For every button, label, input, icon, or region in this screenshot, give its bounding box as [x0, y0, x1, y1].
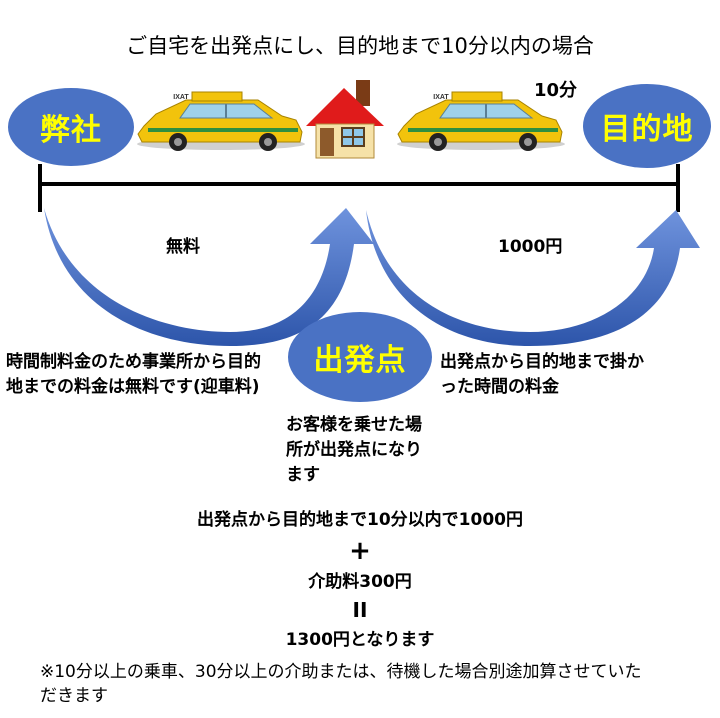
timeline: [38, 164, 680, 212]
company-node: 弊社: [8, 88, 134, 166]
house-icon: [306, 80, 384, 159]
total-line: 1300円となります: [285, 630, 435, 650]
taxi-sign-label: IXAT: [433, 94, 449, 101]
time-label: 10分: [534, 80, 578, 101]
calc-line-1: 出発点から目的地まで10分以内で1000円: [197, 510, 523, 530]
fare-label: 1000円: [498, 237, 563, 257]
free-label: 無料: [166, 237, 200, 257]
page-title: ご自宅を出発点にし、目的地まで10分以内の場合: [126, 34, 594, 58]
calc-line-2: 介助料300円: [308, 572, 412, 592]
free-arrow: [44, 208, 374, 346]
start-node: 出発点: [288, 312, 432, 402]
taxi-sign-label: IXAT: [173, 94, 189, 101]
start-label: 出発点: [313, 343, 407, 378]
destination-label: 目的地: [600, 112, 694, 147]
plus-sign: +: [349, 536, 371, 566]
right-note: 出発点から目的地まで掛かった時間の料金: [440, 352, 644, 397]
fare-arrow: [366, 210, 700, 346]
left-note: 時間制料金のため事業所から目的地までの料金は無料です(迎車料): [6, 352, 261, 397]
destination-node: 目的地: [583, 84, 711, 168]
footnote: ※10分以上の乗車、30分以上の介助または、待機した場合別途加算させていただきま…: [40, 662, 642, 706]
taxi-icon: [397, 91, 565, 151]
company-label: 弊社: [40, 113, 102, 148]
start-note: お客様を乗せた場所が出発点になります: [286, 415, 422, 485]
equals-sign: II: [352, 598, 368, 622]
taxi-icon: [137, 91, 305, 151]
